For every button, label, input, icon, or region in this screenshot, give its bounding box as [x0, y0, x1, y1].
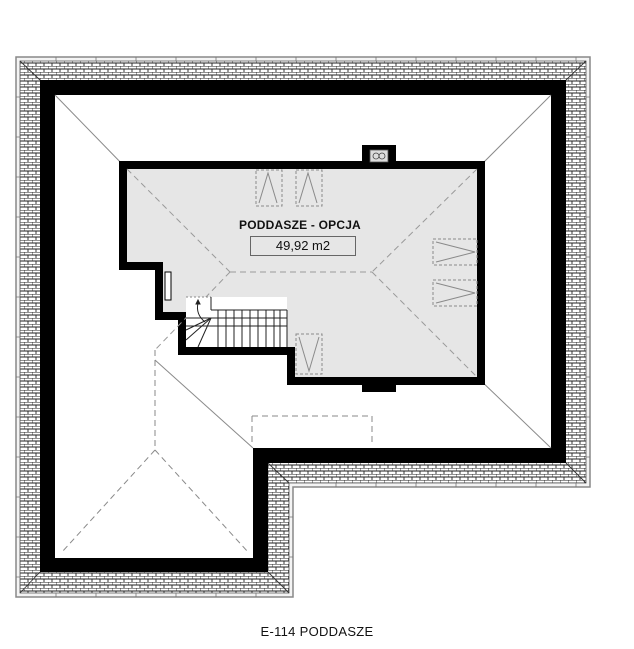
roof-window-2	[295, 169, 323, 207]
tile-band-corner-lines	[19, 60, 587, 594]
room-name-label: PODDASZE - OPCJA	[239, 218, 361, 232]
roof-window-4	[432, 279, 478, 307]
plan-caption: E-114 PODDASZE	[260, 624, 374, 639]
chimney	[369, 149, 389, 163]
roof-window-1	[255, 169, 283, 207]
roof-hip-lines-dashed	[61, 350, 373, 553]
wall-opening	[164, 271, 172, 301]
staircase	[185, 296, 288, 348]
roof-window-5	[295, 333, 323, 375]
perimeter-knee-wall	[40, 80, 566, 572]
roof-window-3	[432, 238, 478, 266]
gutter-ticks	[16, 57, 590, 597]
room-area-badge: 49,92 m2	[250, 236, 356, 256]
roof-hip-lines	[54, 94, 552, 449]
